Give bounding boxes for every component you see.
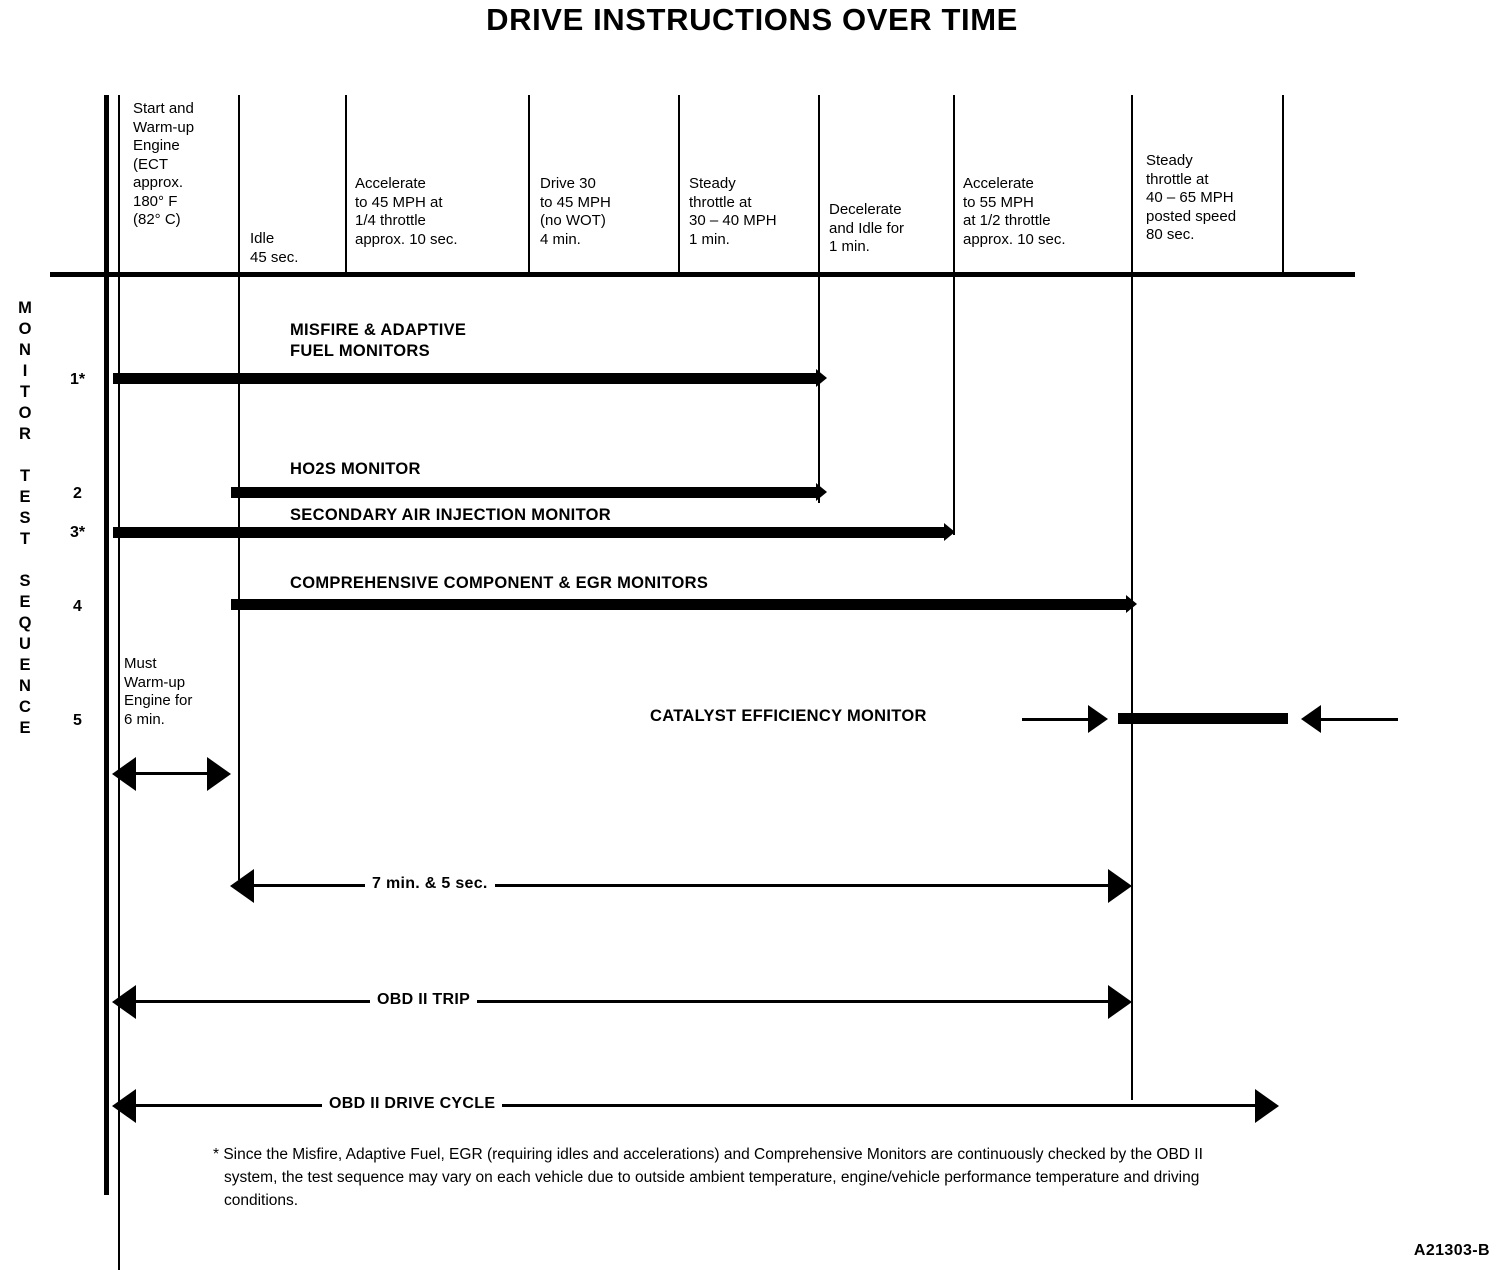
col-divider-3 [345,95,347,275]
warmup-arrow-right [207,757,231,791]
axis-label-letter: O [18,404,32,422]
measure-label-seven-min-five-sec: 7 min. & 5 sec. [365,875,495,893]
row-number-3: 3* [70,524,86,541]
obd-trip-measure-line [133,1000,1116,1003]
bar-misfire-adaptive-fuel [113,373,818,384]
catalyst-arrow-right-into-bar [1088,705,1108,733]
axis-label-word-gap [8,552,42,573]
seven-min-measure-line [251,884,1116,887]
obd-cycle-measure-line [133,1104,1263,1107]
measure-label-obd-ii-trip: OBD II TRIP [370,991,478,1009]
column-header-start-warmup: Start and Warm-up Engine (ECT approx. 18… [133,100,195,228]
col-divider-4 [528,95,530,275]
axis-label-letter: T [19,530,31,548]
seven-min-arrow-left [230,869,254,903]
catalyst-leader-line-left [1022,718,1090,721]
page-title: DRIVE INSTRUCTIONS OVER TIME [486,2,1018,37]
bar-label-misfire-adaptive-fuel: MISFIRE & ADAPTIVE FUEL MONITORS [290,321,467,360]
column-header-accelerate-45: Accelerate to 45 MPH at 1/4 throttle app… [355,175,458,248]
column-header-steady-40-65: Steady throttle at 40 – 65 MPH posted sp… [1146,152,1237,243]
bar-label-catalyst-efficiency: CATALYST EFFICIENCY MONITOR [650,707,927,725]
axis-label-letter: U [19,635,31,653]
axis-label-letter: M [18,299,32,317]
column-header-idle: Idle 45 sec. [250,230,299,266]
warmup-measure-line [133,772,211,775]
bar-secondary-air-injection [113,527,946,538]
column-header-accelerate-55: Accelerate to 55 MPH at 1/2 throttle app… [963,175,1066,248]
catalyst-leader-line-right [1320,718,1398,721]
bar-comprehensive-egr [231,599,1128,610]
axis-label-letter: E [19,488,31,506]
axis-label-letter: O [18,320,32,338]
figure-id: A21303-B [1413,1242,1490,1259]
bar-cap-secondary-air-injection [944,523,955,541]
note-must-warmup-engine: Must Warm-up Engine for 6 min. [124,655,193,728]
obd-cycle-arrow-left [112,1089,136,1123]
bar-ho2s [231,487,818,498]
col-divider-7 [953,95,955,535]
col-divider-9 [1282,95,1284,275]
column-header-decelerate-idle: Decelerate and Idle for 1 min. [829,201,905,255]
row-number-1: 1* [70,371,86,388]
axis-label-letter: S [19,509,31,527]
col-divider-6 [818,95,820,503]
axis-label-letter: Q [18,614,32,632]
axis-label-word-gap [8,447,42,468]
bar-label-comprehensive-egr: COMPREHENSIVE COMPONENT & EGR MONITORS [290,574,709,592]
footnote-text: * Since the Misfire, Adaptive Fuel, EGR … [213,1146,1203,1209]
axis-label-letter: R [19,425,31,443]
measure-label-obd-ii-drive-cycle: OBD II DRIVE CYCLE [322,1095,503,1113]
obd-trip-arrow-left [112,985,136,1019]
axis-label-letter: T [19,383,31,401]
bar-label-secondary-air-injection: SECONDARY AIR INJECTION MONITOR [290,506,611,524]
axis-label-letter: N [19,341,31,359]
bar-cap-comprehensive-egr [1126,595,1137,613]
bar-cap-ho2s [816,483,827,501]
seven-min-arrow-right [1108,869,1132,903]
bar-catalyst-efficiency [1118,713,1288,724]
axis-label-letter: I [22,362,28,380]
row-number-2: 2 [73,485,82,502]
col-divider-1 [118,95,120,1270]
obd-trip-arrow-right [1108,985,1132,1019]
row-number-4: 4 [73,598,82,615]
obd-cycle-arrow-right [1255,1089,1279,1123]
bar-label-ho2s: HO2S MONITOR [290,460,421,478]
axis-label-letter: E [19,719,31,737]
axis-label-letter: C [19,698,31,716]
axis-label-letter: E [19,593,31,611]
col-divider-5 [678,95,680,275]
axis-label-letter: S [19,572,31,590]
header-baseline-rule [50,272,1355,277]
catalyst-arrow-left-into-bar [1301,705,1321,733]
bar-cap-misfire-adaptive-fuel [816,369,827,387]
axis-label-letter: T [19,467,31,485]
axis-label-letter: N [19,677,31,695]
row-number-5: 5 [73,712,82,729]
frame-left-edge [104,95,109,1195]
column-header-drive-30-45: Drive 30 to 45 MPH (no WOT) 4 min. [540,175,611,248]
warmup-arrow-left [112,757,136,791]
axis-label-letter: E [19,656,31,674]
column-header-steady-30-40: Steady throttle at 30 – 40 MPH 1 min. [689,175,777,248]
